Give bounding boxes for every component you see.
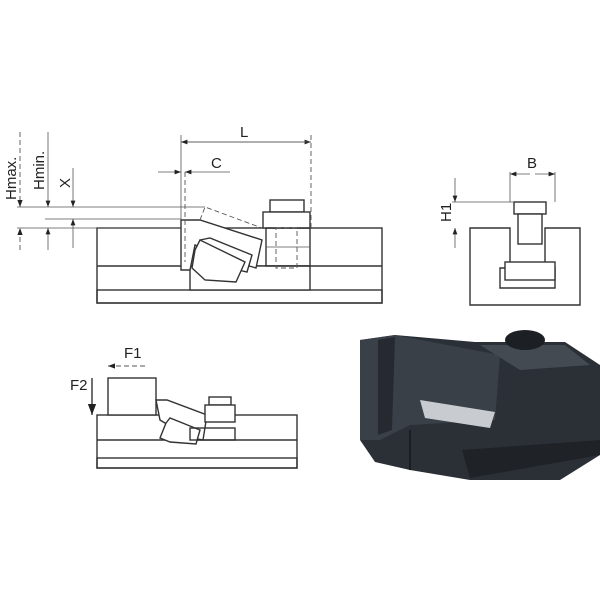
dim-label-b: B <box>527 155 537 172</box>
force-label-f2: F2 <box>70 377 88 394</box>
workpiece <box>107 377 157 416</box>
dim-label-hmin: Hmin. <box>31 151 48 190</box>
section-view: B H1 <box>438 155 581 306</box>
force-view: F1 F2 <box>70 345 298 469</box>
dim-label-c: C <box>211 155 222 172</box>
product-photo <box>360 330 600 480</box>
dim-label-h1: H1 <box>438 203 455 222</box>
dim-label-hmax: Hmax. <box>3 157 20 200</box>
dim-label-l: L <box>240 124 248 141</box>
bolt-head <box>269 199 305 213</box>
force-label-f1: F1 <box>124 345 142 362</box>
bolt-head <box>513 201 547 215</box>
side-view: L C Hmax. Hmin. X <box>3 124 383 304</box>
dim-label-x: X <box>57 178 74 188</box>
